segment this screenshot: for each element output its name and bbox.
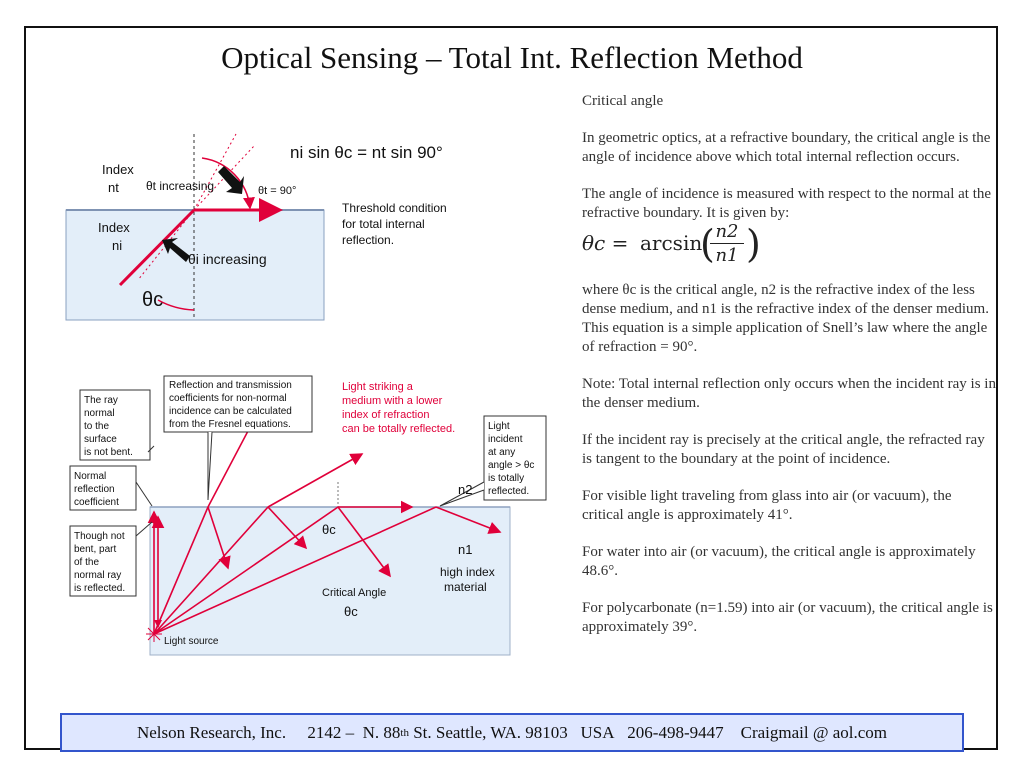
threshold-line-1: Threshold condition	[342, 201, 447, 215]
light-incident-line-2: incident	[488, 434, 523, 445]
ray-normal-line-3: to the	[84, 421, 109, 432]
high-index-line-1: high index	[440, 565, 495, 579]
equation-label: ni sin θc = nt sin 90°	[290, 143, 443, 162]
index-t-label: Index	[102, 162, 134, 177]
index-t-symbol: nt	[108, 180, 119, 195]
footer-phone: 206-498-9447	[627, 722, 724, 742]
light-incident-line-5: is totally	[488, 473, 524, 484]
theta-i-increasing: θi increasing	[188, 251, 267, 267]
normal-reflection-line-2: reflection	[74, 484, 115, 495]
text-para-4: Note: Total internal reflection only occ…	[582, 376, 996, 411]
though-not-bent-line-2: bent, part	[74, 544, 116, 555]
theta-t-increasing: θt increasing	[146, 179, 214, 193]
text-para-3: where θc is the critical angle, n2 is th…	[582, 282, 989, 355]
theta-c-label: θc	[142, 289, 163, 311]
though-not-bent-callout: Though not bent, part of the normal ray …	[69, 521, 153, 597]
ray-normal-line-1: The ray	[84, 395, 118, 406]
critical-angle-label: Critical Angle	[322, 587, 386, 599]
formula-paren-left: (	[700, 222, 715, 266]
slide-title: Optical Sensing – Total Int. Reflection …	[221, 40, 803, 75]
light-striking-line-2: medium with a lower	[342, 395, 443, 407]
fresnel-line-3: incidence can be calculated	[169, 406, 292, 417]
light-incident-line-4: angle > θc	[488, 460, 534, 471]
n2-label: n2	[458, 482, 472, 497]
critical-theta-label: θc	[344, 604, 358, 619]
formula-fraction: n2 n1	[710, 221, 744, 268]
footer-email[interactable]: Craigmail @ aol.com	[740, 722, 888, 742]
formula-numerator: n2	[710, 221, 744, 244]
light-striking-line-1: Light striking a	[342, 381, 414, 393]
theta-t-arc	[201, 157, 255, 210]
total-internal-reflection-diagram: The ray normal to the surface is not ben…	[69, 375, 547, 656]
ray-normal-line-4: surface	[84, 434, 117, 445]
high-index-line-2: material	[444, 580, 487, 594]
index-i-label: Index	[98, 220, 130, 235]
threshold-line-3: reflection.	[342, 233, 394, 247]
though-not-bent-line-5: is reflected.	[74, 583, 125, 594]
fresnel-line-4: from the Fresnel equations.	[169, 419, 291, 430]
footer-gap-2	[615, 723, 628, 743]
footer-address-post: St. Seattle, WA. 98103 USA	[408, 722, 615, 742]
theta-c-arc	[157, 299, 195, 311]
formula-lhs: θc =	[582, 231, 629, 255]
text-para-2: The angle of incidence is measured with …	[582, 186, 992, 221]
light-striking-label: Light striking a medium with a lower ind…	[342, 381, 455, 435]
text-para-6: For visible light traveling from glass i…	[582, 488, 952, 523]
light-incident-line-6: reflected.	[488, 486, 529, 497]
light-source-icon	[146, 626, 162, 642]
footer-gap-1	[286, 723, 307, 743]
fresnel-line-2: coefficients for non-normal	[169, 393, 287, 404]
text-para-8: For polycarbonate (n=1.59) into air (or …	[582, 600, 993, 635]
though-not-bent-line-4: normal ray	[74, 570, 121, 581]
footer-address-pre: 2142 – N. 88	[307, 722, 401, 742]
ray-normal-line-5: is not bent.	[84, 447, 133, 458]
text-heading: Critical angle	[582, 93, 664, 109]
n1-label: n1	[458, 542, 472, 557]
fresnel-line-1: Reflection and transmission	[169, 380, 292, 391]
light-incident-line-1: Light	[488, 421, 510, 432]
fresnel-callout: Reflection and transmission coefficients…	[163, 375, 313, 501]
light-striking-line-4: can be totally reflected.	[342, 423, 455, 435]
formula-fn: arcsin	[640, 231, 703, 255]
footer-gap-3	[724, 723, 741, 743]
ray-normal-callout: The ray normal to the surface is not ben…	[79, 389, 155, 461]
text-para-5: If the incident ray is precisely at the …	[582, 432, 985, 467]
light-striking-line-3: index of refraction	[342, 409, 429, 421]
threshold-line-2: for total internal	[342, 217, 425, 231]
footer-company: Nelson Research, Inc.	[136, 722, 287, 742]
index-i-symbol: ni	[112, 238, 122, 253]
normal-reflection-line-3: coefficient	[74, 497, 119, 508]
normal-reflection-callout: Normal reflection coefficient	[69, 465, 153, 511]
though-not-bent-line-1: Though not	[74, 531, 125, 542]
dense-medium	[65, 209, 325, 321]
theta-t-90: θt = 90°	[258, 185, 296, 197]
text-para-1: In geometric optics, at a refractive bou…	[582, 130, 991, 165]
though-not-bent-line-3: of the	[74, 557, 99, 568]
light-source-label: Light source	[164, 636, 219, 647]
ray-normal-line-2: normal	[84, 408, 115, 419]
critical-angle-text: Critical angle In geometric optics, at a…	[582, 92, 996, 637]
formula-paren-right: )	[746, 222, 761, 266]
incident-ray	[118, 208, 196, 287]
light-incident-callout: Light incident at any angle > θc is tota…	[439, 415, 547, 507]
theta-i-black-arrow-icon	[162, 238, 190, 262]
high-index-medium	[149, 506, 511, 656]
theta-t-black-arrow-icon	[218, 166, 244, 194]
formula-denominator: n1	[715, 245, 739, 266]
text-para-7: For water into air (or vacuum), the crit…	[582, 544, 976, 579]
light-incident-line-3: at any	[488, 447, 515, 458]
critical-angle-formula: θc = arcsin ( n2 n1 )	[582, 219, 996, 271]
critical-angle-diagram: Index nt θt increasing θt = 90° ni sin θ…	[65, 133, 447, 321]
normal-reflection-line-1: Normal	[74, 471, 106, 482]
bottom-theta-c: θc	[322, 522, 336, 537]
